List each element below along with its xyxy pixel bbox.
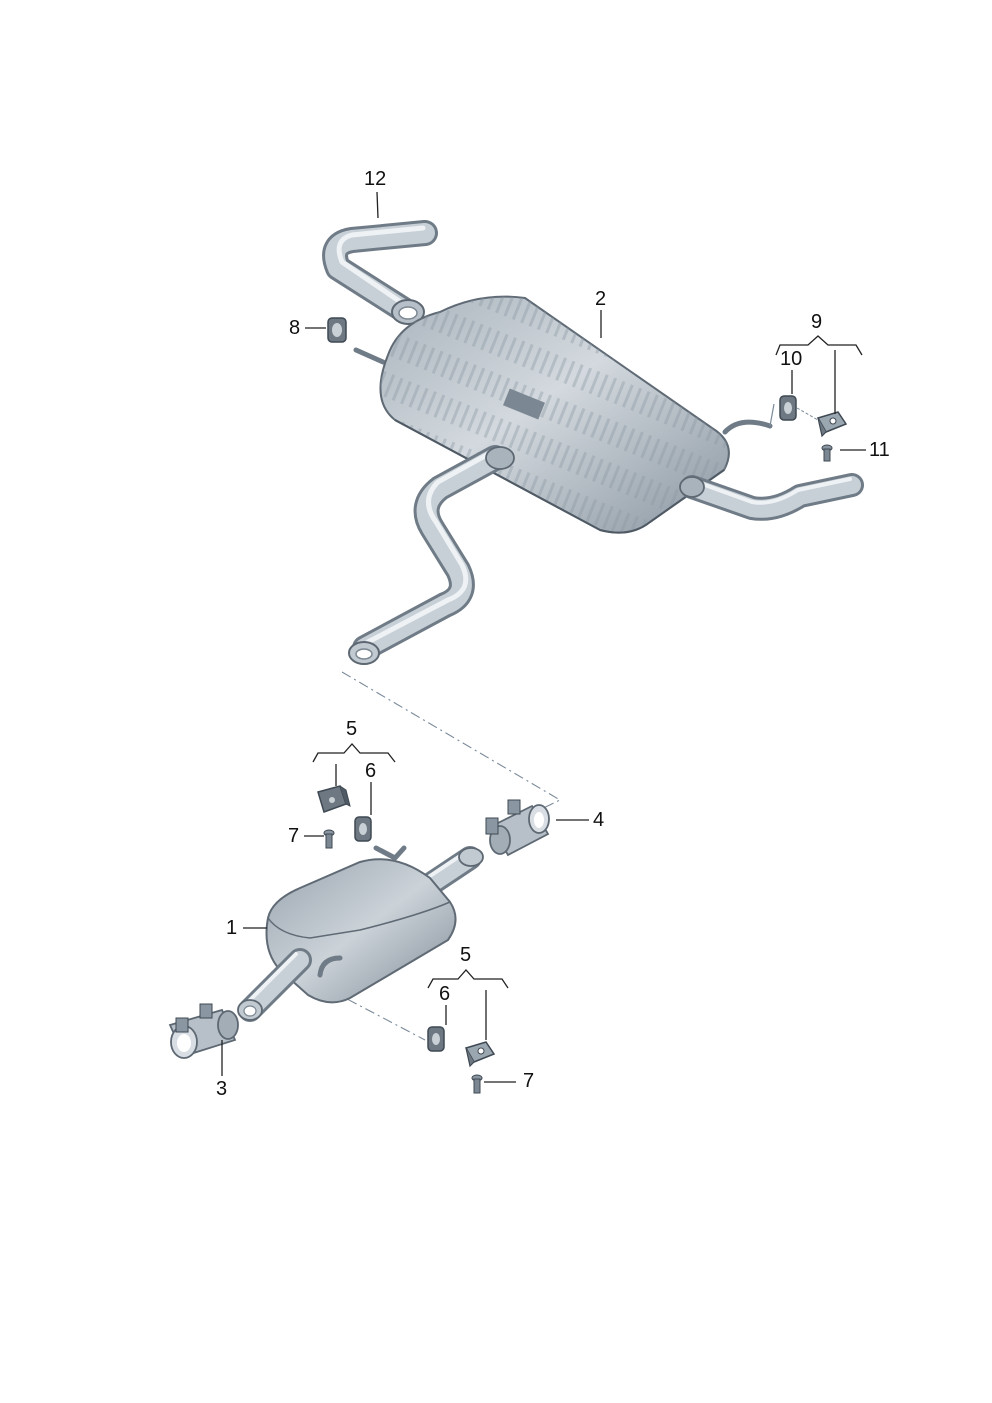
rubber-mount-8 xyxy=(327,317,347,343)
pipe-clamp-4 xyxy=(485,799,550,857)
callout-12: 12 xyxy=(364,168,387,190)
rear-outlet-pipe xyxy=(679,473,864,521)
callout-6-upper: 6 xyxy=(365,760,377,782)
rubber-mount-10 xyxy=(779,395,797,421)
rear-inlet-pipe xyxy=(348,445,515,665)
rear-muffler-assembly xyxy=(322,220,864,665)
callout-6-lower: 6 xyxy=(439,983,451,1005)
tail-pipe-12 xyxy=(322,220,438,325)
callout-1: 1 xyxy=(226,917,238,939)
front-muffler-assembly xyxy=(237,845,484,1022)
callout-5-upper: 5 xyxy=(346,718,358,740)
callout-5-lower: 5 xyxy=(460,944,472,966)
bracket-5-upper xyxy=(317,785,351,813)
bolt-7-lower xyxy=(471,1074,483,1094)
connection-line xyxy=(341,671,562,813)
connection-line-lower xyxy=(329,989,426,1041)
callout-3: 3 xyxy=(216,1078,228,1100)
bracket-9 xyxy=(816,411,848,438)
bolt-7-upper xyxy=(323,829,335,849)
callout-7-upper: 7 xyxy=(288,825,300,847)
callout-8: 8 xyxy=(289,317,301,339)
callout-2: 2 xyxy=(595,288,607,310)
bracket-5-lower xyxy=(464,1041,496,1068)
callout-7-lower: 7 xyxy=(523,1070,535,1092)
pipe-clamp-3 xyxy=(168,1003,239,1059)
leader-lines xyxy=(221,191,866,1083)
bolt-11 xyxy=(821,444,833,462)
callout-9: 9 xyxy=(811,311,823,333)
callout-11: 11 xyxy=(869,439,890,461)
rubber-mount-6-lower xyxy=(427,1026,445,1052)
rubber-mount-6-upper xyxy=(354,816,372,842)
callout-4: 4 xyxy=(593,809,605,831)
callout-10: 10 xyxy=(780,348,803,370)
